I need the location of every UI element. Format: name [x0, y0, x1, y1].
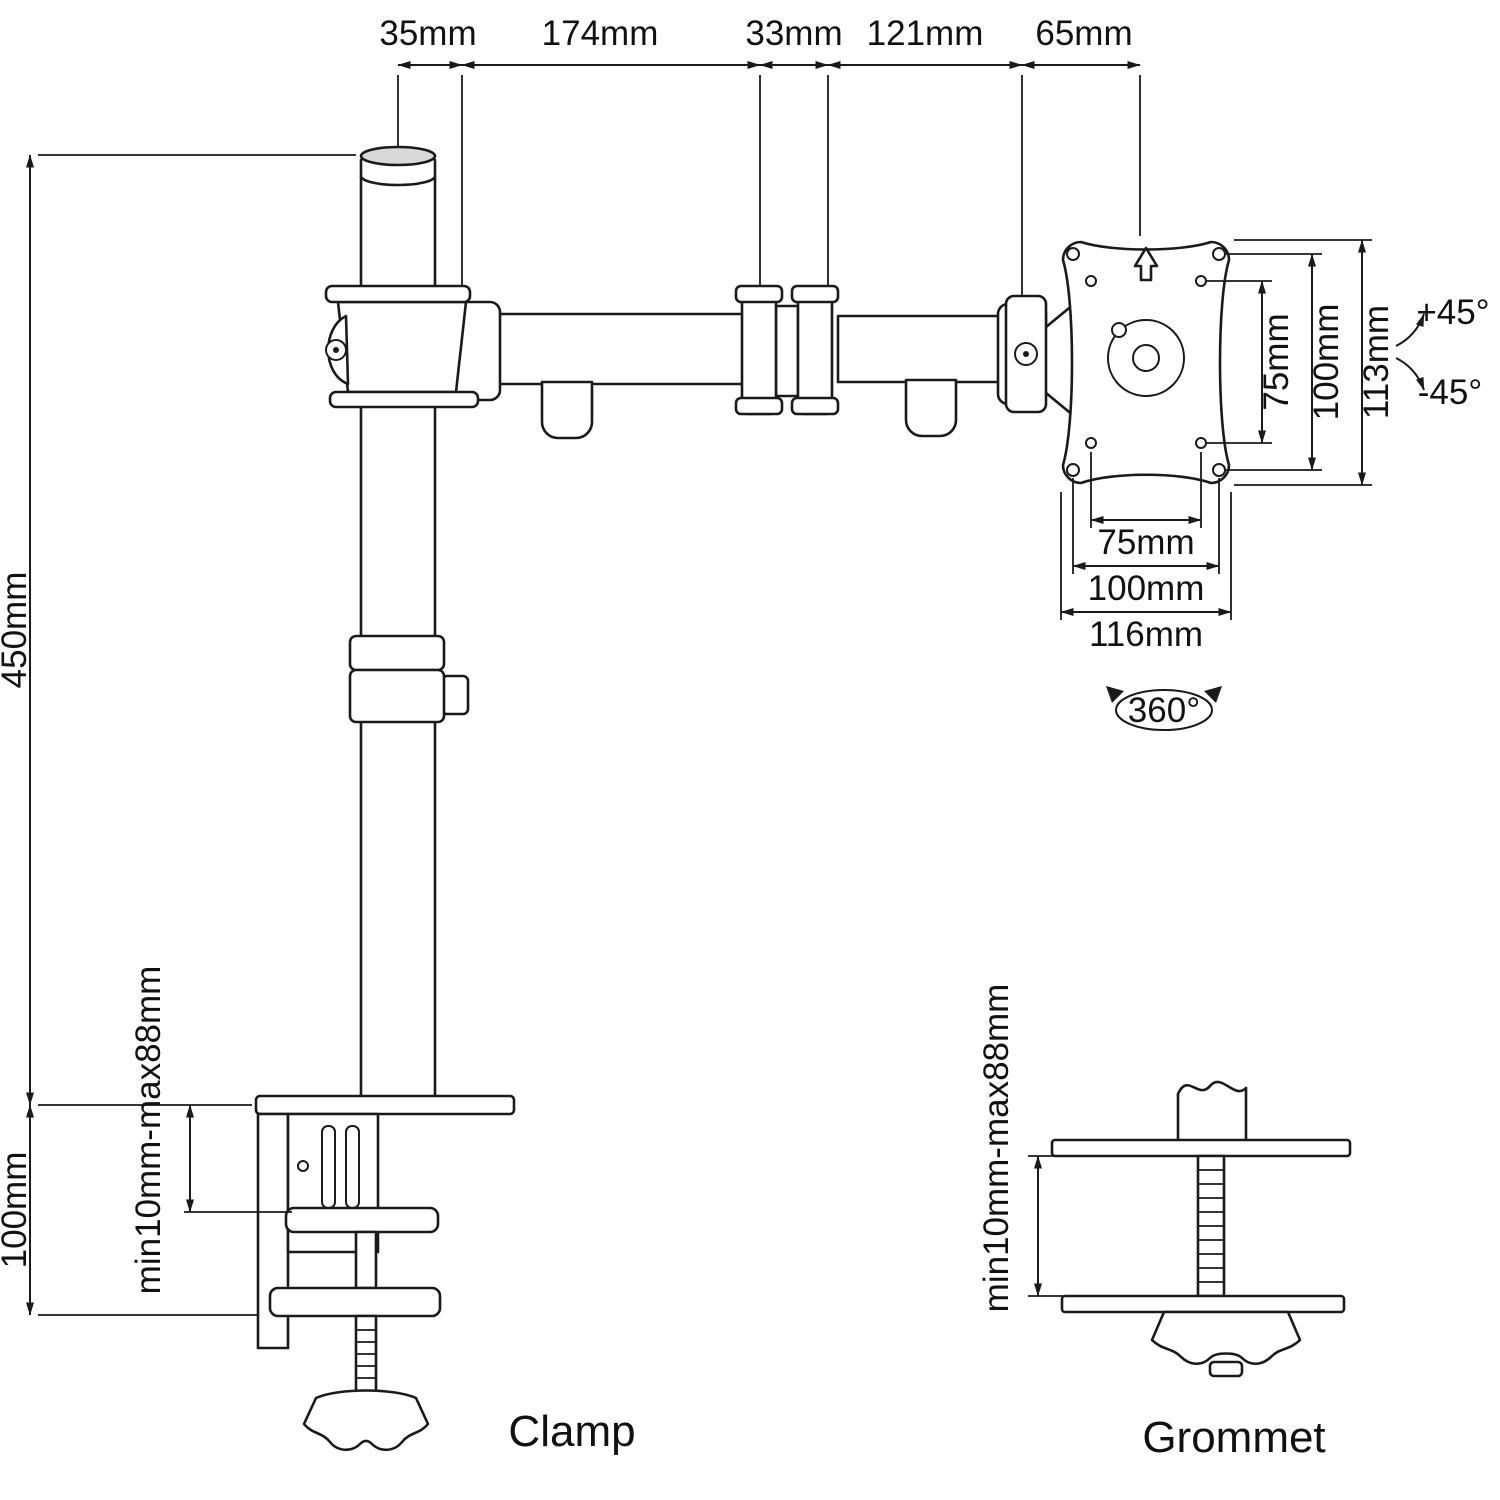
grommet-top-plate: [1050, 1138, 1352, 1158]
joint-cap: [790, 396, 840, 416]
dim-label-vesa-h116: 116mm: [1089, 615, 1203, 654]
dim-label-vesa-v113: 113mm: [1357, 305, 1396, 419]
vesa-plate: [1061, 240, 1231, 485]
vesa-hole-75: [1195, 275, 1207, 287]
joint-inner-block: [774, 304, 800, 398]
tilt-down-arrow: [1395, 357, 1425, 391]
swivel-annotation: 360°: [1106, 686, 1222, 731]
arm: [448, 284, 1076, 440]
clamp-pad: [284, 1206, 440, 1234]
grommet-assembly: min10mm-max88mm Grommet: [977, 984, 1352, 1462]
tilt-annotation: +45° -45°: [1395, 293, 1490, 412]
arm-middle-joint: [734, 284, 840, 416]
vesa-hole-100: [1212, 247, 1226, 261]
pole-cap-band: [359, 174, 437, 187]
joint-screw-center: [333, 347, 339, 353]
joint-plate-right: [796, 286, 834, 416]
grommet-nut: [1150, 1310, 1302, 1366]
dim-label-grommet-range: min10mm-max88mm: [977, 984, 1016, 1313]
clamp-caption: Clamp: [508, 1407, 635, 1456]
cable-clip: [904, 378, 958, 438]
dim-label-vesa-h75: 75mm: [1097, 523, 1194, 562]
joint-body: [336, 300, 468, 394]
joint-top-flange: [324, 284, 472, 304]
tilt-up-arrow: [1395, 313, 1425, 347]
dim-label-top-35mm: 35mm: [379, 14, 476, 53]
swivel-arrowhead: [1106, 686, 1124, 703]
tilt-down-label: -45°: [1418, 373, 1483, 412]
vesa-vertical-dimensions: 75mm 100mm 113mm: [1206, 239, 1396, 486]
vesa-hole-75: [1085, 275, 1097, 287]
vesa-hole-100: [1212, 463, 1226, 477]
height-collar: [348, 634, 470, 724]
collar-lower: [348, 668, 446, 724]
clamp-assembly: min10mm-max88mm Clamp: [129, 966, 636, 1456]
joint-cap: [790, 284, 840, 304]
left-dimension-chain: 450mm 100mm: [0, 154, 356, 1316]
cable-clip: [540, 380, 594, 440]
dim-label-top-121mm: 121mm: [867, 14, 984, 53]
adjustment-slot: [345, 1125, 360, 1209]
vesa-hole-100: [1066, 247, 1080, 261]
vesa-hole-75: [1085, 437, 1097, 449]
dim-label-pole-height: 450mm: [0, 572, 34, 689]
joint-bottom-flange: [328, 390, 480, 409]
dim-label-vesa-h100: 100mm: [1088, 569, 1205, 608]
top-dimension-chain: 35mm 174mm 33mm 121mm 65mm: [379, 14, 1141, 298]
grommet-nut-tab: [1208, 1360, 1244, 1378]
vesa-horizontal-dimensions: 75mm 100mm 116mm: [1060, 452, 1232, 654]
dim-label-vesa-v100: 100mm: [1307, 304, 1346, 421]
dim-label-top-174mm: 174mm: [542, 14, 659, 53]
tilt-up-label: +45°: [1416, 293, 1489, 332]
clamp-knob: [302, 1389, 430, 1452]
vesa-key-slot: [1111, 322, 1127, 338]
arm-end-joint: [1004, 294, 1076, 418]
arm-tube-1: [496, 312, 746, 386]
dim-label-base-height: 100mm: [0, 1152, 34, 1269]
grommet-bottom-plate: [1060, 1294, 1346, 1314]
up-arrow-icon: [1133, 246, 1159, 282]
pivot-screw-center: [1023, 351, 1029, 357]
dim-label-clamp-range: min10mm-max88mm: [129, 966, 168, 1295]
dim-label-top-33mm: 33mm: [745, 14, 842, 53]
swivel-arrowhead: [1204, 686, 1222, 703]
arm-tube-2: [836, 314, 1010, 384]
pole-cap: [359, 145, 437, 167]
pole-arm-joint: [324, 284, 480, 409]
vesa-hole-75: [1195, 437, 1207, 449]
joint-plate-left: [740, 286, 778, 416]
grommet-pole-break: [1176, 1080, 1248, 1096]
joint-cap: [734, 396, 784, 416]
collar-knob: [440, 674, 470, 716]
clamp-lower-arm: [268, 1286, 442, 1318]
dim-label-vesa-v75: 75mm: [1257, 313, 1296, 410]
vesa-center-hole: [1132, 344, 1160, 372]
adjustment-slot: [321, 1125, 336, 1209]
joint-cap: [734, 284, 784, 304]
grommet-caption: Grommet: [1142, 1413, 1325, 1462]
swivel-ellipse: [1115, 689, 1213, 731]
collar-upper: [348, 634, 446, 672]
desk-plate: [254, 1094, 516, 1116]
screw-shaft-upper: [354, 1230, 378, 1290]
dim-label-top-65mm: 65mm: [1035, 14, 1132, 53]
vesa-hole-100: [1066, 463, 1080, 477]
swivel-label: 360°: [1128, 691, 1200, 730]
face-hole: [297, 1160, 309, 1172]
